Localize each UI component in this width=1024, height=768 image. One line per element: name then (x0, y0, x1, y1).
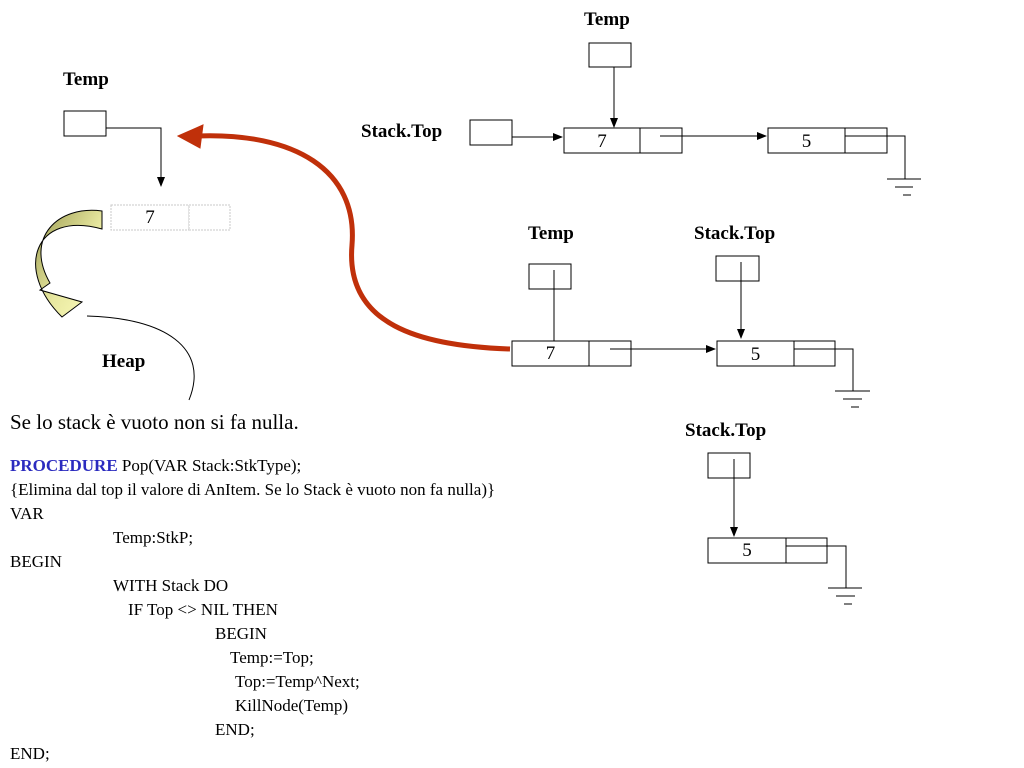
temp-label-initial: Temp (584, 9, 630, 30)
code-line: BEGIN (10, 552, 62, 571)
code-line: WITH Stack DO (113, 576, 229, 595)
code-line: END; (215, 720, 255, 739)
stack-top-box-final (707, 452, 751, 479)
code-line: {Elimina dal top il valore di AnItem. Se… (10, 480, 496, 499)
code-line: KillNode(Temp) (235, 696, 349, 715)
heap-label: Heap (102, 351, 146, 372)
code-line: BEGIN (215, 624, 267, 643)
node7m-value: 7 (545, 343, 556, 364)
nil-ground-icon (835, 390, 870, 408)
procedure-keyword: PROCEDURE (10, 456, 118, 475)
code-line: VAR (10, 504, 44, 523)
state-middle (511, 255, 870, 408)
stack-top-label-final: Stack.Top (685, 420, 767, 441)
code-line: Top:=Temp^Next; (235, 672, 360, 691)
freed-node-group (63, 110, 231, 231)
node7-value: 7 (597, 131, 607, 152)
node5m-value-cell (716, 340, 795, 367)
stack-top-label-middle: Stack.Top (694, 223, 776, 244)
node7-value-cell (563, 127, 641, 154)
empty-stack-note: Se lo stack è vuoto non si fa nulla. (10, 410, 299, 434)
nil-ground-icon (828, 587, 862, 605)
freed-node-value-cell (110, 204, 190, 231)
node5m-value: 5 (750, 344, 761, 365)
code-line: Temp:=Top; (230, 648, 314, 667)
node5f-next-cell (785, 537, 828, 564)
freed-node-value: 7 (145, 207, 155, 228)
temp-box-middle (528, 263, 572, 290)
return-arrowhead-icon (176, 124, 204, 149)
procedure-signature: Pop(VAR Stack:StkType); (117, 456, 302, 475)
heap-boundary (86, 315, 195, 401)
stack-top-label-initial: Stack.Top (361, 121, 443, 142)
code-line-procedure: PROCEDURE Pop(VAR Stack:StkType); (10, 457, 301, 474)
temp-pointer-arrow (106, 127, 165, 187)
stack-top-box-initial (469, 119, 513, 146)
temp-label-middle: Temp (528, 223, 574, 244)
temp-box-initial (588, 42, 632, 68)
node5-next-cell (844, 127, 888, 154)
stack-top-box-middle (715, 255, 760, 282)
return-curved-arrow (195, 133, 511, 352)
node5-value: 5 (801, 131, 812, 152)
temp-pointer-box (63, 110, 107, 137)
node5m-next-cell (793, 340, 836, 367)
code-line: Temp:StkP; (113, 528, 194, 547)
code-line: END; (10, 744, 50, 763)
code-line: IF Top <> NIL THEN (128, 600, 278, 619)
node7m-next-cell (588, 340, 632, 367)
node5f-value: 5 (742, 540, 752, 561)
temp-label-freed: Temp (63, 69, 109, 90)
freed-node-next-cell (188, 204, 231, 231)
node5m-nil-link (794, 348, 854, 391)
to-heap-arrow-icon (35, 209, 103, 318)
state-final (707, 452, 862, 605)
node5-nil-link (845, 135, 906, 179)
nil-ground-icon (887, 178, 921, 196)
node5f-nil-link (786, 545, 847, 588)
node7-next-cell (639, 127, 683, 154)
state-initial (469, 42, 921, 196)
